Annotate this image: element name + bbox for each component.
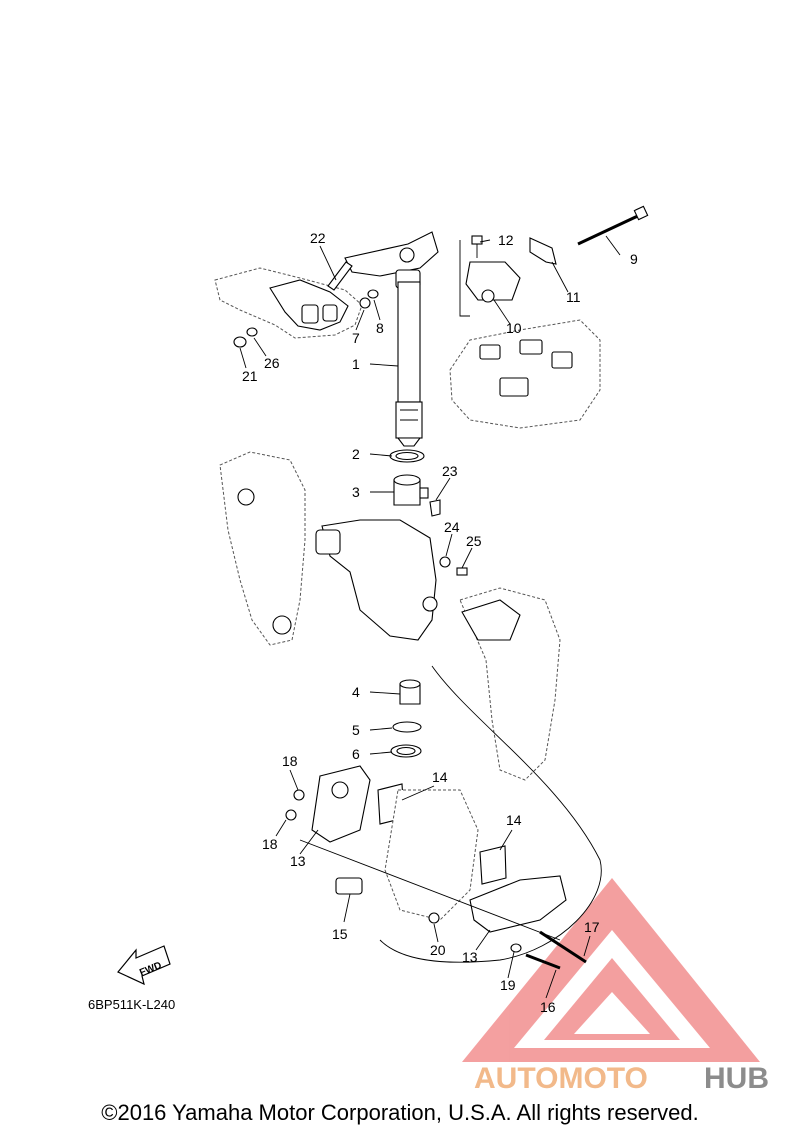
lower-mount-13-right [469,875,567,933]
callout-13-right: 13 [462,949,478,965]
callout-17: 17 [584,919,600,935]
callout-8: 8 [376,320,384,336]
callout-23: 23 [442,463,458,479]
bushing-4 [399,679,421,705]
callout-13-left: 13 [290,853,306,869]
bottom-cowling-outline [449,319,601,429]
lower-casing-outline [384,789,479,921]
lower-mount-13-left [311,765,371,843]
callout-labels: 1 2 3 4 5 6 7 8 9 10 11 12 13 13 14 14 1… [242,230,638,1015]
callout-19: 19 [500,977,516,993]
steering-shaft [395,281,423,447]
callout-10: 10 [506,320,522,336]
rubber-mount-14-lower [479,845,507,885]
watermark-hub: HUB [704,1062,769,1095]
washer-18-upper [293,789,305,801]
callout-25: 25 [466,533,482,549]
diagram-code: 6BP511K-L240 [88,997,175,1012]
watermark-text: AUTOMOTO HUB [474,1062,769,1095]
callout-22: 22 [310,230,326,246]
clamp-bracket-right [459,587,561,781]
washer-19 [510,943,522,953]
bolt-16 [525,953,561,970]
callout-14-upper: 14 [432,769,448,785]
bolt-25 [456,567,468,576]
callout-15: 15 [332,926,348,942]
watermark-logo [462,878,760,1062]
callout-3: 3 [352,484,360,500]
washer-8 [367,289,379,299]
bushing-3 [393,474,429,506]
callout-18-upper: 18 [282,753,298,769]
nut-21 [233,336,247,348]
callout-6: 6 [352,746,360,762]
callout-14-lower: 14 [506,812,522,828]
fwd-arrow-icon: FWD [117,945,171,986]
callout-12: 12 [498,232,514,248]
long-bolt-9 [577,205,649,246]
callout-26: 26 [264,355,280,371]
plate-23 [429,499,441,517]
upper-bracket-outline [214,267,363,339]
bolt-12 [471,235,483,258]
cover-15 [335,877,363,895]
copyright-footer: ©2016 Yamaha Motor Corporation, U.S.A. A… [101,1100,699,1125]
callout-9: 9 [630,251,638,267]
bolt-22 [327,261,353,291]
sensor-unit-10 [465,261,521,303]
callout-11: 11 [566,289,581,305]
callout-18-lower: 18 [262,836,278,852]
bolt-17 [539,930,587,964]
nut-7 [359,297,371,309]
ring-2 [389,449,425,463]
o-ring-5 [392,721,422,733]
callout-5: 5 [352,722,360,738]
screw-20 [428,912,440,924]
callout-21: 21 [242,368,258,384]
callout-20: 20 [430,942,446,958]
washer-18-lower [285,809,297,821]
washer-26 [246,327,258,337]
steering-arm [344,231,439,289]
callout-4: 4 [352,684,360,700]
callout-16: 16 [540,999,556,1015]
bracket-11 [529,237,557,265]
grease-nipple-24 [439,556,451,568]
callout-1: 1 [352,356,360,372]
clamp-bracket-left [219,451,306,646]
callout-2: 2 [352,446,360,462]
swivel-bracket [315,519,438,641]
leader-lines [239,235,621,999]
callout-7: 7 [352,330,360,346]
seal-6 [390,744,422,758]
callout-24: 24 [444,519,460,535]
watermark-automoto: AUTOMOTO [474,1062,648,1095]
